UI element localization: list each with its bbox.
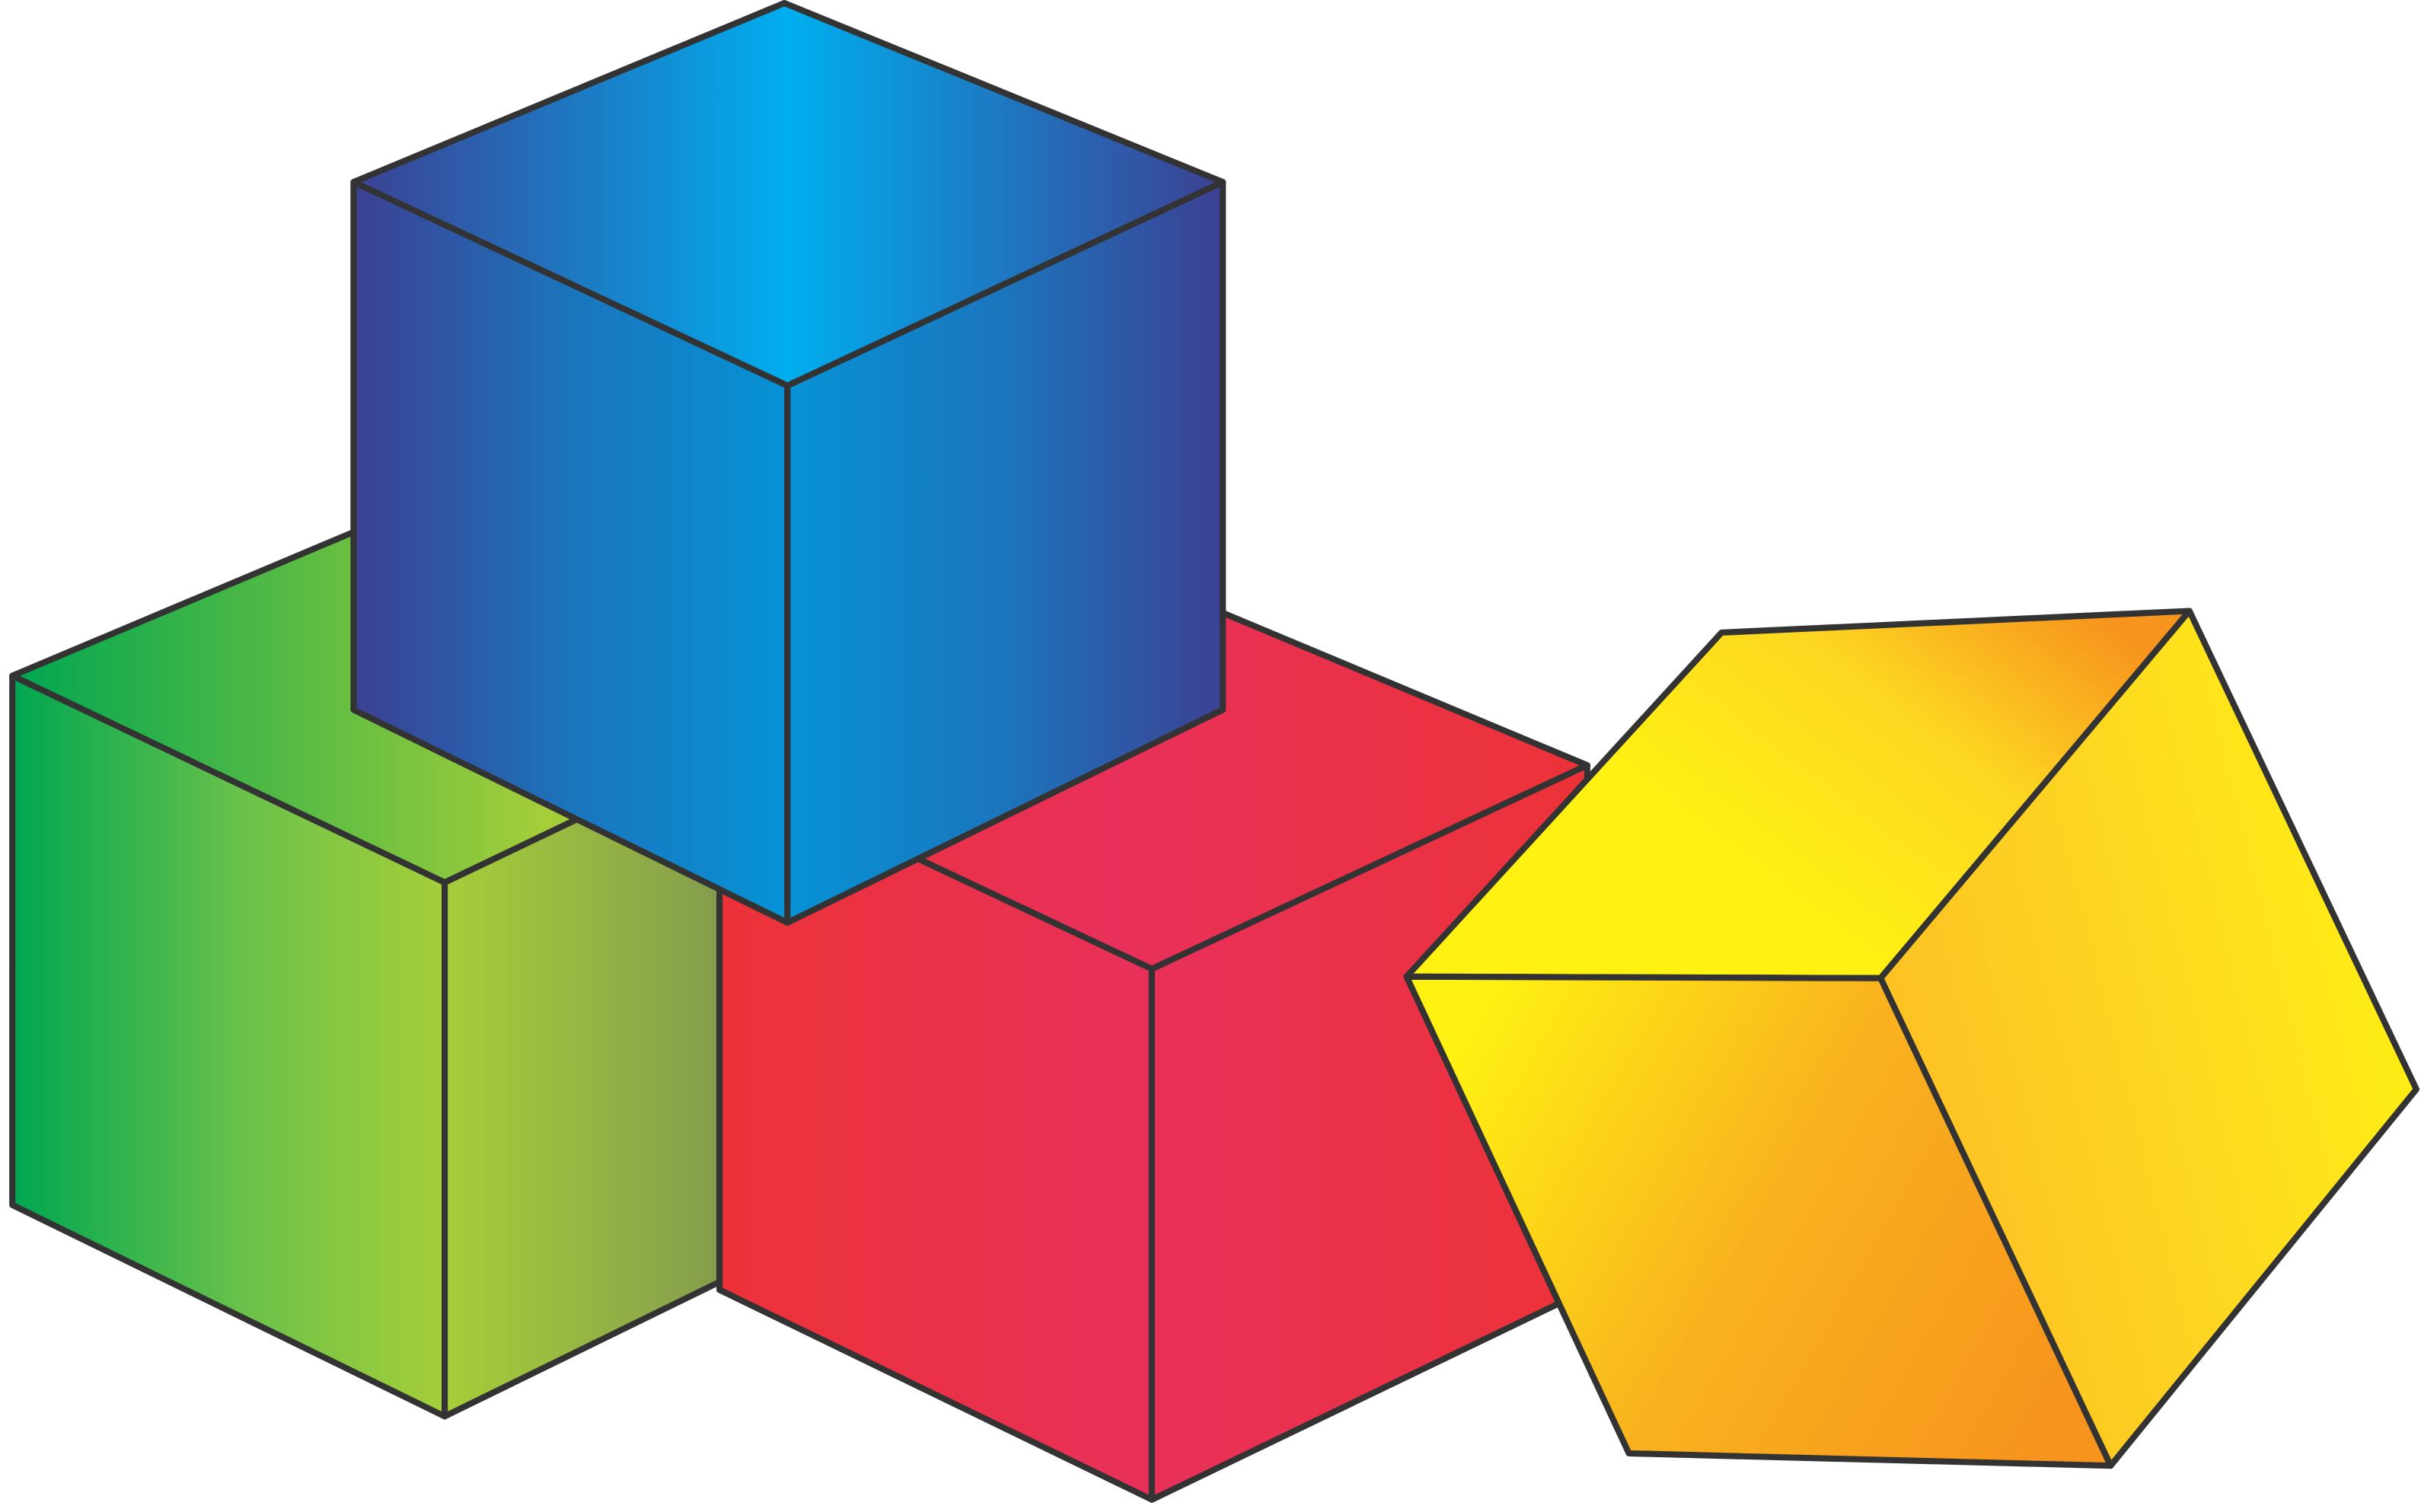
yellow-cube-front-face — [1403, 973, 2114, 1469]
yellow-cube — [1403, 608, 2419, 1469]
blue-cube — [350, 0, 1226, 926]
blue-cube-right-face — [784, 179, 1226, 926]
